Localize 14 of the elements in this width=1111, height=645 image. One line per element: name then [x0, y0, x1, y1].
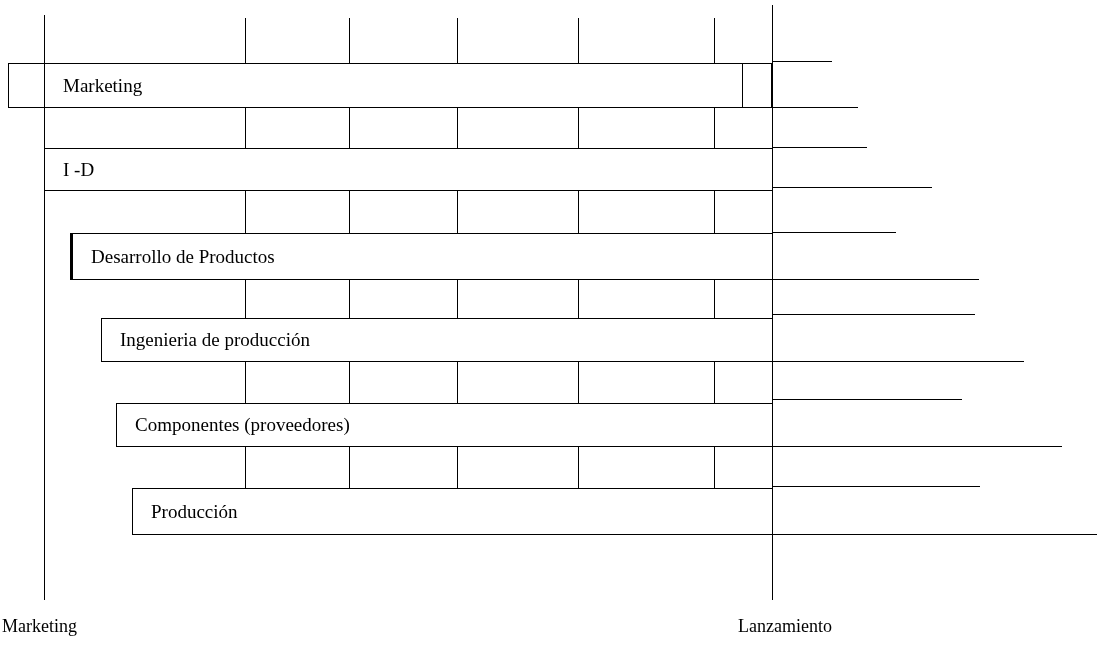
phase-bar: [8, 63, 772, 108]
phase-bar: [132, 488, 773, 535]
phase-label: Marketing: [63, 74, 143, 97]
phase-bar: [44, 148, 773, 191]
phase-bar: [116, 403, 773, 447]
phase-label: Producción: [151, 500, 238, 523]
phase-bar: [70, 233, 773, 280]
phase-bar: [101, 318, 773, 362]
phase-label: Componentes (proveedores): [135, 414, 350, 436]
phase-label: Desarrollo de Productos: [91, 245, 275, 268]
milestone-label: Lanzamiento: [738, 616, 832, 637]
milestone-label: Marketing: [2, 616, 77, 637]
phase-label: I -D: [63, 158, 95, 181]
phase-label: Ingenieria de producción: [120, 329, 310, 351]
